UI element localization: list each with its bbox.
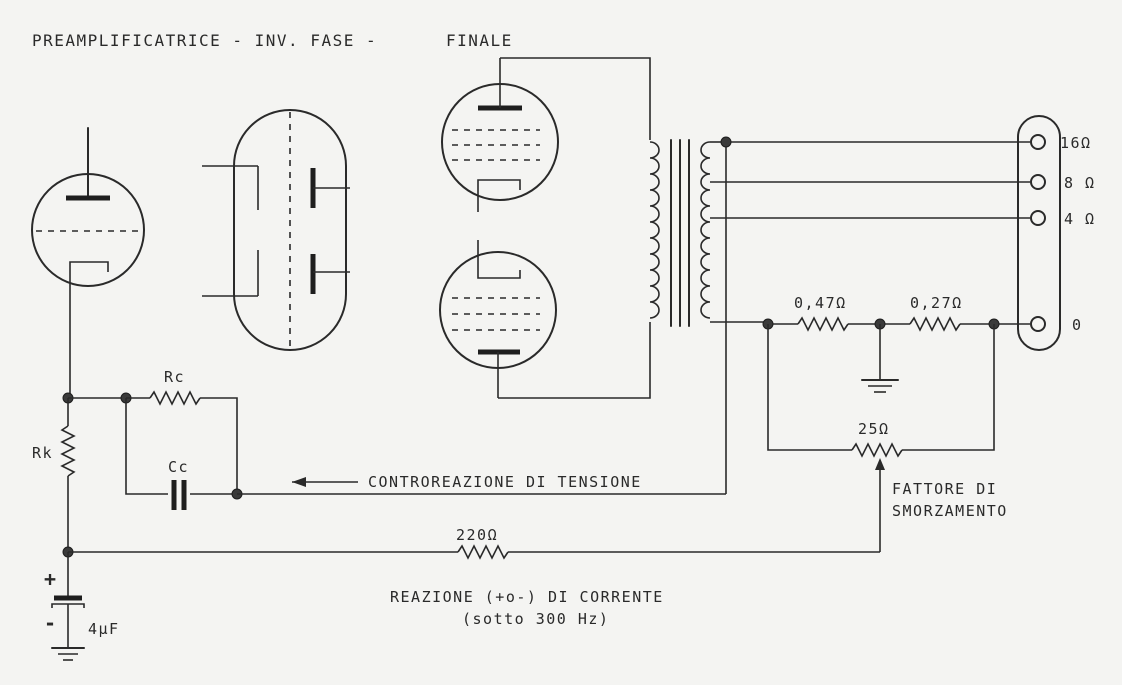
output-tube-top	[441, 58, 559, 212]
rk-label: Rk	[32, 444, 53, 462]
terminal-8ohm	[1030, 174, 1046, 190]
terminal-strip	[1017, 115, 1061, 351]
r047-label: 0,47Ω	[794, 294, 847, 312]
terminal-0	[1030, 316, 1046, 332]
resistor-027	[909, 316, 961, 332]
plate-wire-top	[500, 57, 651, 140]
smorzamento-label: SMORZAMENTO	[892, 502, 1008, 520]
out4-label: 4 Ω	[1064, 210, 1096, 228]
terminal-16ohm	[1030, 134, 1046, 150]
feedback-arrow	[292, 477, 306, 487]
finale-label: FINALE	[446, 31, 513, 50]
reazione-label: REAZIONE (+o-) DI CORRENTE	[390, 588, 664, 606]
ground-symbol	[861, 324, 899, 393]
r25-label: 25Ω	[858, 420, 890, 438]
controreazione-label: CONTROREAZIONE DI TENSIONE	[368, 473, 642, 491]
output-tube-bottom	[439, 240, 557, 398]
r027-label: 0,27Ω	[910, 294, 963, 312]
out8-label: 8 Ω	[1064, 174, 1096, 192]
preamp-tube	[31, 127, 145, 287]
terminal-4ohm	[1030, 210, 1046, 226]
cap-plus-label: +	[44, 567, 58, 591]
potentiometer-25	[851, 442, 903, 458]
resistor-047	[797, 316, 849, 332]
output-transformer	[649, 139, 1030, 327]
resistor-220	[457, 544, 509, 560]
preamp-label: PREAMPLIFICATRICE - INV. FASE -	[32, 31, 377, 50]
cap-value-label: 4μF	[88, 620, 120, 638]
out16-label: 16Ω	[1060, 134, 1092, 152]
cc-label: Cc	[168, 458, 189, 476]
out0-label: 0	[1072, 316, 1083, 334]
rc-label: Rc	[164, 368, 185, 386]
reazione-sublabel: (sotto 300 Hz)	[462, 610, 609, 628]
fattore-label: FATTORE DI	[892, 480, 997, 498]
plate-wire-bottom	[498, 322, 651, 399]
ground-symbol-cathode	[51, 647, 85, 661]
cap-minus-label: -	[44, 611, 58, 635]
r220-label: 220Ω	[456, 526, 498, 544]
resistor-rk	[60, 425, 76, 477]
phase-inverter-tube	[202, 109, 350, 351]
wiper-arrow	[875, 458, 885, 470]
resistor-rc	[149, 390, 201, 406]
